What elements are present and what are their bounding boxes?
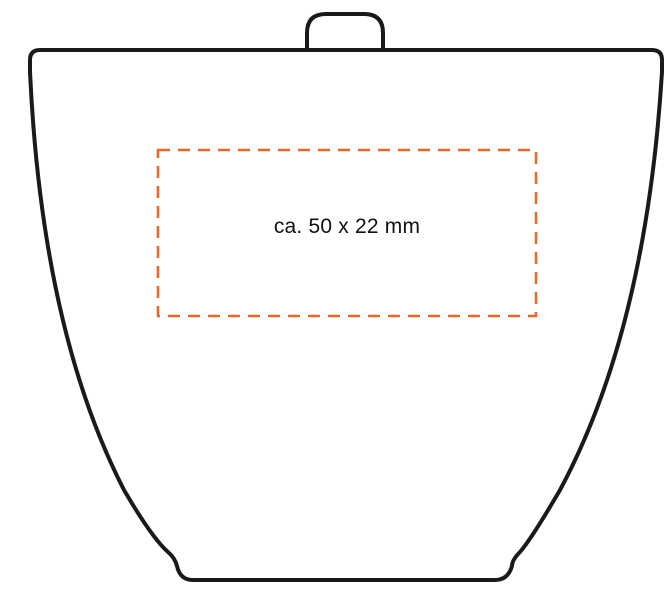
hanging-tab: [305, 12, 385, 50]
print-area-box: [156, 148, 538, 318]
product-body-outline: [28, 48, 664, 582]
